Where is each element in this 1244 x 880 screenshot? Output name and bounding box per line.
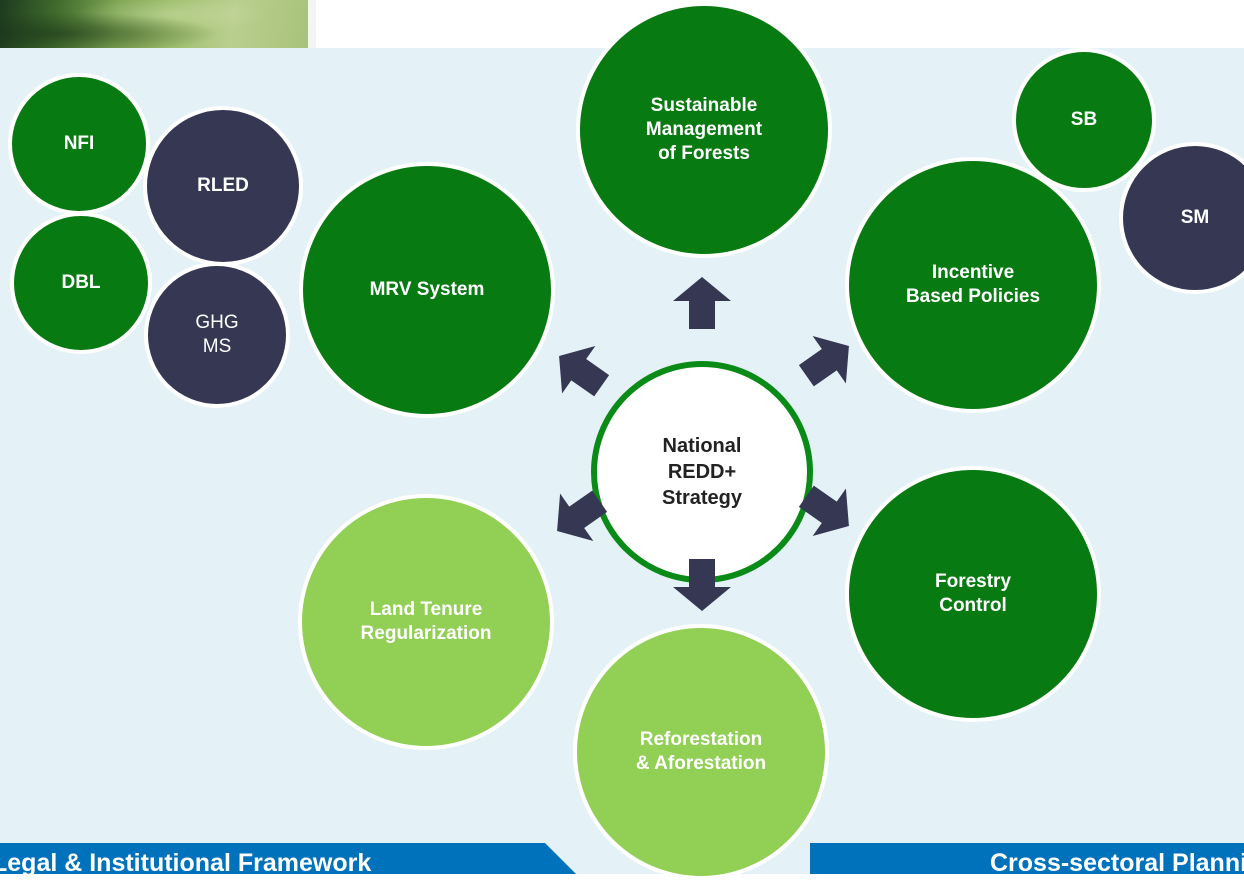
node-nfi: NFI	[8, 73, 150, 215]
node-sb: SB	[1012, 48, 1156, 192]
banner-cross-sectoral: Cross-sectoral Planning	[810, 843, 1244, 874]
node-incentive-policies: Incentive Based Policies	[845, 157, 1101, 413]
node-dbl-label: DBL	[61, 272, 101, 293]
arrow-down	[673, 559, 731, 611]
node-mrv-system-label: MRV System	[369, 279, 485, 300]
arrow-upper-right	[798, 335, 849, 387]
national-strategy-hub: National REDD+ Strategy	[591, 361, 813, 583]
arrow-up	[673, 277, 731, 329]
node-nfi-label: NFI	[63, 133, 95, 154]
node-dbl: DBL	[10, 212, 152, 354]
node-forestry-control: Forestry Control	[845, 466, 1101, 722]
node-ghg-ms-label: GHG MS	[195, 312, 239, 357]
node-rled-label: RLED	[197, 175, 249, 196]
arrow-lower-left	[557, 490, 608, 542]
node-land-tenure: Land Tenure Regularization	[298, 494, 554, 750]
node-reforestation: Reforestation & Aforestation	[573, 624, 829, 880]
node-reforestation-label: Reforestation & Aforestation	[635, 729, 767, 774]
national-strategy-label: National REDD+ Strategy	[661, 435, 743, 509]
node-mrv-system: MRV System	[299, 162, 555, 418]
banner-legal-framework-label: Legal & Institutional Framework	[0, 849, 372, 874]
node-rled: RLED	[143, 106, 303, 266]
node-forestry-control-label: Forestry Control	[934, 571, 1012, 616]
arrow-upper-left	[559, 345, 610, 397]
banner-legal-framework: Legal & Institutional Framework	[0, 843, 590, 874]
node-ghg-ms: GHG MS	[144, 262, 290, 408]
node-incentive-policies-label: Incentive Based Policies	[905, 262, 1041, 307]
photo-border	[308, 0, 316, 48]
forest-photo	[0, 0, 308, 48]
node-land-tenure-label: Land Tenure Regularization	[360, 599, 492, 644]
banner-cross-sectoral-label: Cross-sectoral Planning	[990, 849, 1244, 874]
node-sustainable-management: Sustainable Management of Forests	[576, 2, 832, 258]
node-sb-label: SB	[1070, 109, 1098, 130]
arrow-lower-right	[798, 485, 849, 537]
node-sm: SM	[1119, 142, 1244, 294]
node-sm-label: SM	[1180, 207, 1210, 228]
node-sustainable-management-label: Sustainable Management of Forests	[645, 95, 763, 164]
